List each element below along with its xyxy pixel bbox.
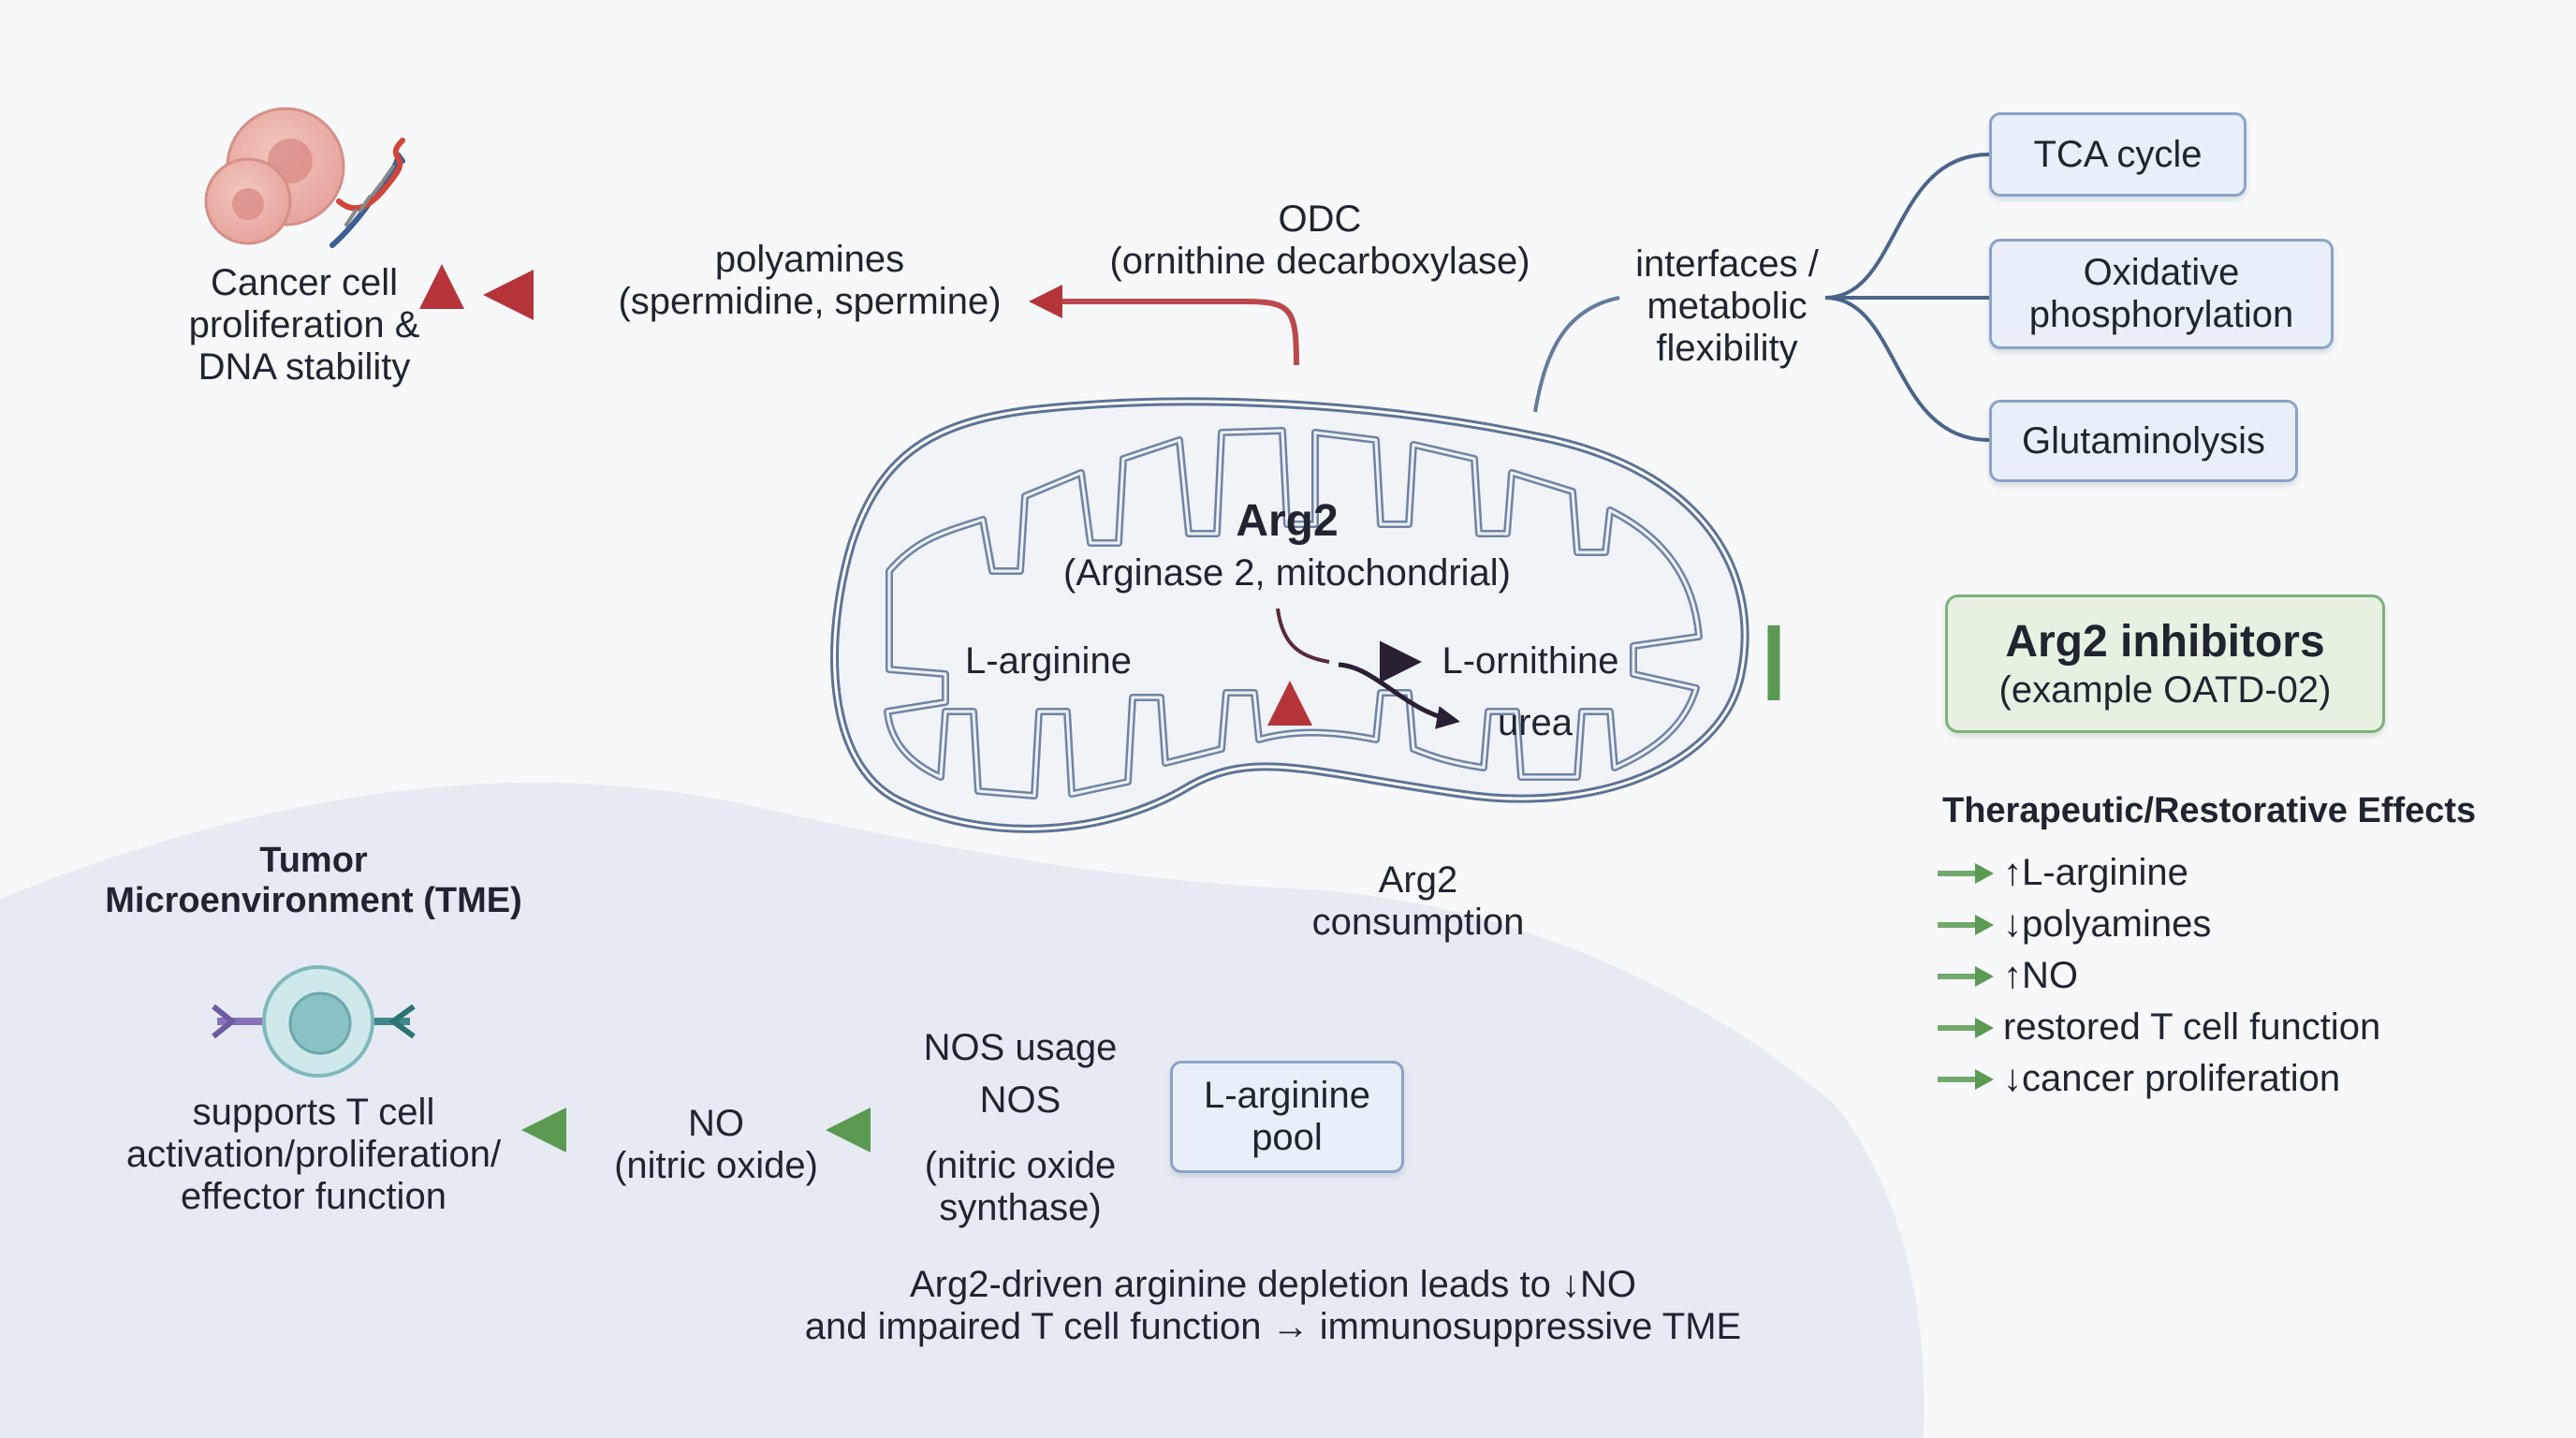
nos-label: NOS <box>979 1079 1061 1121</box>
effect-item: ↓cancer proliferation <box>1938 1053 2380 1105</box>
cancer-cell-icon <box>204 107 345 245</box>
tca-line-1: TCA cycle <box>2033 133 2203 175</box>
conclusion-line-2: and impaired T cell function → immunosup… <box>804 1305 1742 1347</box>
odc-line-2: (ornithine decarboxylase) <box>1109 240 1530 282</box>
l-arginine-label: L-arginine <box>965 640 1132 682</box>
oxphos-line-1: Oxidative <box>2083 252 2240 294</box>
nos-usage-label: NOS usage <box>923 1027 1118 1068</box>
nos-full-line-1: (nitric oxide <box>924 1145 1117 1186</box>
tca-cycle-box: TCA cycle <box>1989 112 2247 197</box>
consumption-line-1: Arg2 <box>1378 859 1458 901</box>
inhibitors-subtitle: (example OATD-02) <box>1998 668 2332 711</box>
polyamines-line-2: (spermidine, spermine) <box>618 280 1002 322</box>
tcell-label: supports T cell activation/proliferation… <box>94 1092 534 1217</box>
no-line-2: (nitric oxide) <box>614 1144 818 1186</box>
effects-title: Therapeutic/Restorative Effects <box>1942 791 2477 830</box>
effect-item: ↓polyamines <box>1938 899 2380 950</box>
glutaminolysis-line-1: Glutaminolysis <box>2021 419 2266 462</box>
tme-title-line-1: Tumor <box>259 841 368 880</box>
inhibitors-title: Arg2 inhibitors <box>2005 617 2325 668</box>
t-cell-icon <box>212 965 416 1078</box>
polyamines-label: polyamines (spermidine, spermine) <box>608 239 1011 323</box>
conclusion-text: Arg2-driven arginine depletion leads to … <box>777 1264 1769 1348</box>
consumption-line-2: consumption <box>1311 901 1525 943</box>
pool-line-1: L-arginine <box>1204 1075 1370 1117</box>
arg2-to-ornithine-curve <box>1276 608 1330 664</box>
effect-text: ↓polyamines <box>2003 903 2212 945</box>
no-label: NO (nitric oxide) <box>599 1103 833 1187</box>
odc-label: ODC (ornithine decarboxylase) <box>1086 198 1554 283</box>
dna-icon <box>329 138 405 248</box>
effect-arrow-icon <box>1938 1068 1994 1090</box>
effect-item: restored T cell function <box>1938 1002 2380 1053</box>
effect-item: ↑NO <box>1938 950 2380 1002</box>
no-line-1: NO <box>688 1103 744 1144</box>
l-ornithine-label: L-ornithine <box>1442 640 1619 682</box>
effect-arrow-icon <box>1938 914 1994 935</box>
interfaces-connector <box>1533 296 1620 413</box>
effect-text: ↑NO <box>2003 955 2078 996</box>
tcell-line-2: activation/proliferation/ <box>125 1133 502 1175</box>
cancer-line-2: proliferation & <box>188 303 420 345</box>
pool-line-2: pool <box>1251 1117 1323 1158</box>
cancer-line-3: DNA stability <box>198 345 411 388</box>
inhibition-bar <box>1767 625 1938 700</box>
oxphos-line-2: phosphorylation <box>2028 294 2294 335</box>
nos-full-line-2: synthase) <box>939 1186 1102 1228</box>
glutaminolysis-box: Glutaminolysis <box>1989 400 2298 482</box>
arg2-inhibitors-box: Arg2 inhibitors (example OATD-02) <box>1945 594 2385 733</box>
polyamines-line-1: polyamines <box>714 239 905 280</box>
conclusion-line-1: Arg2-driven arginine depletion leads to … <box>910 1264 1636 1305</box>
odc-line-1: ODC <box>1278 198 1362 240</box>
urea-label: urea <box>1497 702 1573 743</box>
odc-to-polyamines-arrow <box>1029 285 1299 366</box>
arg2-subtitle: (Arginase 2, mitochondrial) <box>1063 552 1511 594</box>
oxphos-box: Oxidative phosphorylation <box>1989 239 2334 349</box>
interfaces-line-2: metabolic <box>1647 285 1808 327</box>
effect-arrow-icon <box>1938 965 1994 987</box>
tme-background <box>0 783 1925 1438</box>
effect-text: ↓cancer proliferation <box>2003 1058 2341 1099</box>
tca-connector <box>1824 153 1990 300</box>
effects-list: ↑L-arginine ↓polyamines ↑NO restored T cell… <box>1938 847 2380 1105</box>
effect-arrow-icon <box>1938 1017 1994 1038</box>
arg2-consumption-label: Arg2 consumption <box>1292 859 1544 944</box>
tme-title: Tumor Microenvironment (TME) <box>84 841 543 920</box>
l-arginine-pool-box: L-arginine pool <box>1170 1061 1404 1173</box>
interfaces-line-3: flexibility <box>1656 327 1798 369</box>
arg2-title: Arg2 <box>1236 496 1339 546</box>
to-urea-arrow <box>1338 662 1460 729</box>
tcell-line-1: supports T cell <box>192 1092 435 1133</box>
tcell-line-3: effector function <box>181 1175 446 1217</box>
effect-arrow-icon <box>1938 862 1994 884</box>
interfaces-line-1: interfaces / <box>1635 243 1819 285</box>
cancer-label: Cancer cell proliferation & DNA stabilit… <box>168 262 440 388</box>
tme-title-line-2: Microenvironment (TME) <box>105 880 522 920</box>
glutaminolysis-connector <box>1824 296 1990 442</box>
interfaces-label: interfaces / metabolic flexibility <box>1610 243 1844 369</box>
effect-text: ↑L-arginine <box>2003 852 2188 893</box>
mitochondrion-shape <box>830 397 1749 833</box>
cancer-line-1: Cancer cell <box>210 262 399 303</box>
effect-text: restored T cell function <box>2003 1006 2381 1048</box>
nos-full-label: (nitric oxide synthase) <box>899 1145 1142 1229</box>
effect-item: ↑L-arginine <box>1938 847 2380 899</box>
